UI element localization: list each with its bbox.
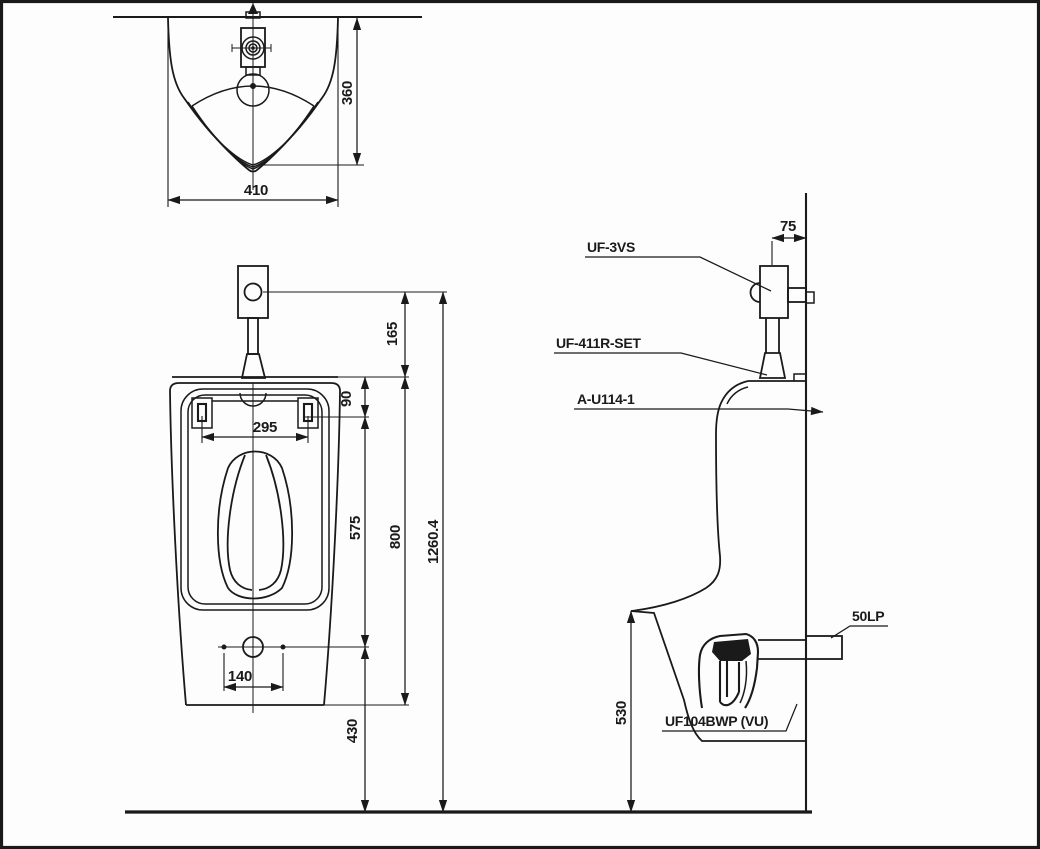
dim-valve-to-rim: 165 bbox=[384, 322, 401, 346]
flush-valve-side bbox=[749, 265, 815, 379]
outlet-pipe bbox=[757, 635, 843, 660]
side-view: 75 bbox=[554, 193, 888, 813]
dim-360: 360 bbox=[260, 17, 364, 166]
dim-top-width: 410 bbox=[244, 182, 268, 199]
urinal-model-label: A-U114-1 bbox=[577, 391, 635, 407]
label-trap-unit: UF104BWP (VU) bbox=[662, 703, 798, 732]
urinal-body-top bbox=[167, 17, 339, 173]
label-outlet-pipe: 50LP bbox=[830, 608, 888, 639]
dim-bracket-spacing: 295 bbox=[253, 419, 277, 436]
trap-unit bbox=[697, 632, 760, 709]
front-view: 295 140 90 165 575 800 1260. bbox=[169, 265, 448, 813]
trap-unit-label: UF104BWP (VU) bbox=[665, 713, 768, 729]
label-urinal-model: A-U114-1 bbox=[574, 391, 824, 416]
top-view: 410 360 bbox=[113, 3, 422, 207]
dim-wall-to-valve: 75 bbox=[780, 218, 796, 235]
dim-ledge-to-floor: 530 bbox=[613, 701, 630, 725]
dim-530: 530 bbox=[613, 610, 636, 813]
outlet-pipe-label: 50LP bbox=[852, 608, 884, 624]
dim-295: 295 bbox=[201, 416, 309, 443]
dim-body-height: 800 bbox=[387, 525, 404, 549]
dim-140: 140 bbox=[223, 653, 284, 692]
bowl-opening bbox=[216, 450, 294, 600]
label-flush-valve: UF-3VS bbox=[585, 239, 772, 292]
label-spud-set: UF-411R-SET bbox=[554, 335, 768, 376]
flush-valve-label: UF-3VS bbox=[587, 239, 635, 255]
vertical-dimensions: 90 165 575 800 1260.4 430 bbox=[338, 291, 448, 813]
dim-rim-to-bracket: 90 bbox=[338, 391, 355, 407]
spreader-top bbox=[236, 73, 270, 107]
flush-valve-top bbox=[231, 27, 272, 76]
dim-75: 75 bbox=[771, 218, 807, 265]
dim-drain-bolt-spacing: 140 bbox=[228, 668, 252, 685]
spud-set-label: UF-411R-SET bbox=[556, 335, 641, 351]
dim-top-depth: 360 bbox=[339, 81, 356, 105]
dim-total-height: 1260.4 bbox=[425, 519, 442, 564]
flush-valve-front bbox=[237, 265, 269, 379]
dim-410: 410 bbox=[167, 20, 339, 207]
dim-drain-to-floor: 430 bbox=[344, 719, 361, 743]
dim-bracket-to-drain: 575 bbox=[347, 516, 364, 540]
urinal-body-side bbox=[630, 373, 806, 742]
